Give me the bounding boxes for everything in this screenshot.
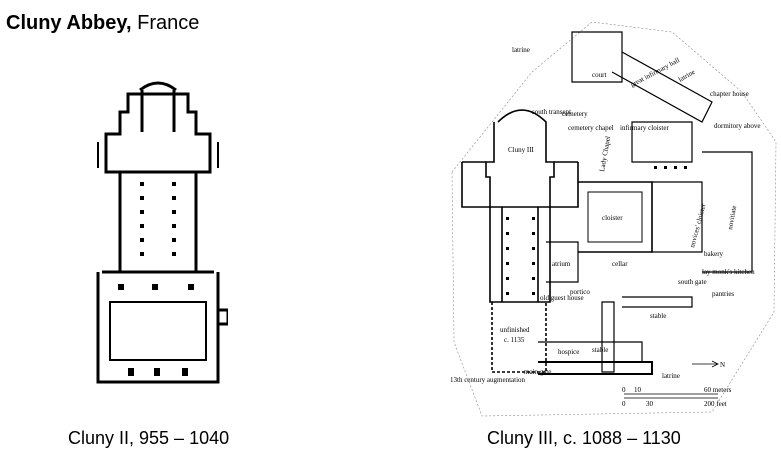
label-latrine-right: latrine	[677, 68, 696, 84]
label-novices-cloister: novices' cloister	[688, 202, 708, 248]
cluny-ii-caption: Cluny II, 955 – 1040	[68, 428, 230, 448]
cluny-iii-caption: Cluny III, c. 1088 – 1130	[487, 428, 681, 448]
label-unfinished: unfinished	[500, 326, 530, 334]
label-south-transept: south transept	[532, 108, 571, 116]
label-hospice: hospice	[558, 348, 579, 356]
label-bakery: bakery	[704, 250, 724, 258]
slide-title-bold: Cluny Abbey,	[6, 12, 132, 34]
scale-10: 10	[634, 386, 642, 394]
label-main-gate: main gate	[524, 368, 551, 376]
scale-0b: 0	[622, 400, 626, 408]
label-cemetery-chapel: cemetery chapel	[568, 124, 614, 132]
scale-60m: 60 meters	[704, 386, 732, 394]
label-atrium: atrium	[552, 260, 571, 268]
scale-0: 0	[622, 386, 626, 394]
label-novitiate: novitiate	[726, 205, 738, 231]
label-lay-monks-kitchen: lay monk's kitchen	[702, 268, 755, 276]
label-cemetery: cemetery	[562, 110, 588, 118]
label-dormitory-above: dormitory above	[714, 122, 760, 130]
label-north: N	[720, 361, 725, 369]
label-infirmary-cloister: infirmary cloister	[620, 124, 669, 132]
label-latrine-top: latrine	[512, 46, 530, 54]
slide-title: Cluny Abbey, France	[6, 12, 199, 35]
label-stable-2: stable	[592, 346, 608, 354]
label-latrine-bottom: latrine	[662, 372, 680, 380]
label-great-infirmary-hall: great infirmary hall	[629, 56, 681, 89]
scale-30: 30	[646, 400, 654, 408]
label-stable: stable	[650, 312, 666, 320]
cluny-iii-plan: latrine court great infirmary hall latri…	[450, 21, 777, 417]
label-c1135: c. 1135	[504, 336, 525, 344]
label-cloister: cloister	[602, 214, 623, 222]
label-chapter-house: chapter house	[710, 90, 749, 98]
slide-title-rest: France	[131, 12, 200, 34]
cluny-ii-plan	[96, 81, 228, 384]
label-old-guest-house: old guest house	[540, 294, 584, 302]
label-pantries: pantries	[712, 290, 734, 298]
label-13th-century: 13th century augmentation	[450, 376, 526, 384]
label-cluny-iii: Cluny III	[508, 146, 535, 154]
label-court: court	[592, 71, 606, 79]
label-south-gate: south gate	[678, 278, 707, 286]
label-lady-chapel: Lady Chapel	[598, 135, 612, 172]
label-cellar: cellar	[612, 260, 628, 268]
scale-200ft: 200 feet	[704, 400, 727, 408]
label-portico: portico	[570, 288, 590, 296]
